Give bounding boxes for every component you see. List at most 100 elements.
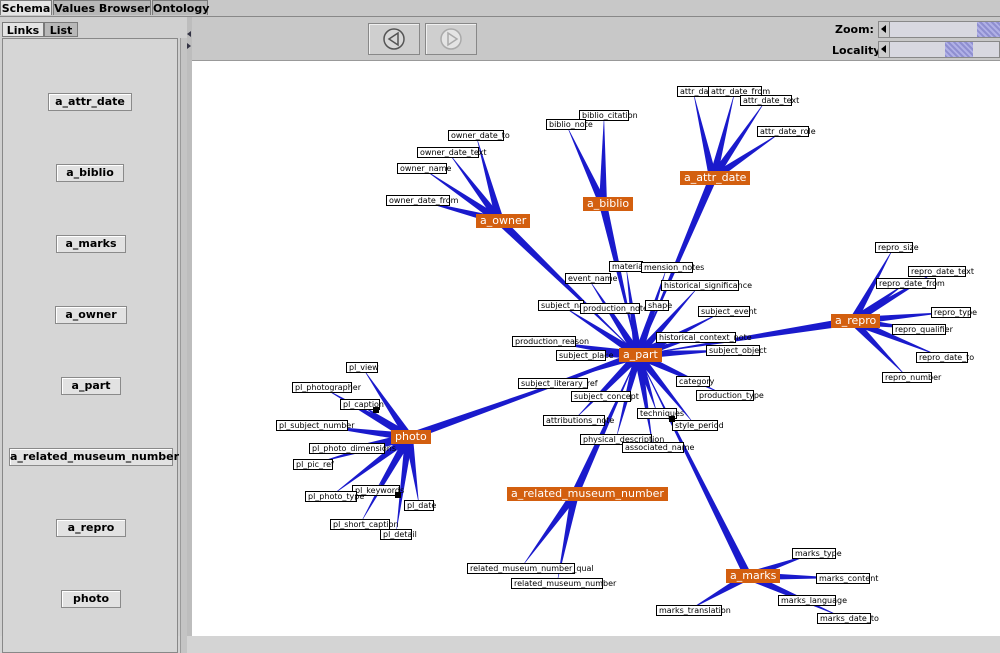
locality-slider[interactable] (878, 41, 1000, 58)
leaf-owner-date-to[interactable]: owner_date_to (448, 130, 510, 141)
leaf-attr-date-text[interactable]: attr_date_text (740, 95, 799, 106)
leaf-production-reason[interactable]: production_reason (512, 336, 589, 347)
leaf-attr-date-from[interactable]: attr_date_from (708, 86, 770, 97)
leaf-pl-caption[interactable]: pl_caption (340, 399, 384, 410)
leaf-subject-object[interactable]: subject_object (706, 345, 767, 356)
leaf-techniques[interactable]: techniques (637, 408, 684, 419)
leaf-pl-photo-dimensions[interactable]: pl_photo_dimensions (309, 443, 396, 454)
leaf-style-period[interactable]: style_period (672, 420, 724, 431)
link-a-attr-date[interactable]: a_attr_date (48, 93, 132, 111)
graph-edge (362, 367, 413, 440)
leaf-pl-date[interactable]: pl_date (404, 500, 436, 511)
leaf-attributions-note[interactable]: attributions_note (543, 415, 614, 426)
leaf-materials[interactable]: materials (609, 261, 650, 272)
leaf-event-name[interactable]: event_name (565, 273, 617, 284)
tab-values-browser[interactable]: Values Browser (53, 0, 151, 15)
leaf-physical-description[interactable]: physical_description (580, 434, 664, 445)
leaf-marks-date-to[interactable]: marks_date_to (817, 613, 879, 624)
leaf-pl-photo-type[interactable]: pl_photo_type (305, 491, 364, 502)
leaf-category[interactable]: category (676, 376, 714, 387)
leaf-owner-date-text[interactable]: owner_date_text (417, 147, 487, 158)
leaf-pl-photographer[interactable]: pl_photographer (292, 382, 361, 393)
leaf-marks-translation[interactable]: marks_translation (656, 605, 731, 616)
leaf-subject-concept[interactable]: subject_concept (571, 391, 639, 402)
node-handle[interactable] (669, 416, 675, 422)
leaf-repro-qualifier[interactable]: repro_qualifier (892, 324, 953, 335)
link-a-marks[interactable]: a_marks (56, 235, 126, 253)
leaf-production-note[interactable]: production_note (580, 303, 648, 314)
node-a-biblio[interactable]: a_biblio (583, 197, 634, 211)
leaf-pl-pic-ref[interactable]: pl_pic_ref (293, 459, 334, 470)
zoom-label: Zoom: (835, 23, 874, 36)
leaf-pl-detail[interactable]: pl_detail (380, 529, 417, 540)
leaf-related-museum-number[interactable]: related_museum_number (511, 578, 616, 589)
leaf-repro-size[interactable]: repro_size (875, 242, 919, 253)
graph-edge (850, 283, 906, 325)
leaf-biblio-citation[interactable]: biblio_citation (579, 110, 638, 121)
leaf-historical-context-note[interactable]: historical_context_note (656, 332, 752, 343)
node-a-part[interactable]: a_part (619, 348, 662, 362)
forward-arrow-icon (440, 28, 462, 50)
locality-label: Locality: (832, 44, 885, 57)
leaf-mension-notes[interactable]: mension_notes (641, 262, 704, 273)
leaf-subject-nam[interactable]: subject_nam (538, 300, 592, 311)
forward-button[interactable] (425, 23, 477, 55)
node-a-owner[interactable]: a_owner (476, 214, 531, 228)
leaf-repro-date-to[interactable]: repro_date_to (916, 352, 974, 363)
graph-edge (574, 354, 639, 495)
graph-edge (599, 203, 638, 355)
leaf-subject-place[interactable]: subject_place (556, 350, 614, 361)
graph-edge (476, 135, 504, 223)
link-photo[interactable]: photo (61, 590, 121, 608)
link-a-repro[interactable]: a_repro (56, 519, 126, 537)
subtab-links[interactable]: Links (2, 22, 44, 37)
leaf-subject-event[interactable]: subject_event (698, 306, 757, 317)
link-a-biblio[interactable]: a_biblio (56, 164, 124, 182)
leaf-attr-dat[interactable]: attr_dat (677, 86, 712, 97)
leaf-marks-type[interactable]: marks_type (792, 548, 842, 559)
leaf-marks-content[interactable]: marks_content (816, 573, 878, 584)
leaf-pl-short-caption[interactable]: pl_short_caption (330, 519, 399, 530)
node-a-related-museum-number[interactable]: a_related_museum_number (507, 487, 668, 501)
node-a-attr-date[interactable]: a_attr_date (680, 171, 751, 185)
leaf-production-type[interactable]: production_type (696, 390, 764, 401)
graph-edge (634, 354, 653, 447)
leaf-pl-keywords[interactable]: pl_keywords (352, 485, 404, 496)
leaf-owner-name[interactable]: owner_name (397, 163, 451, 174)
leaf-pl-subject-number[interactable]: pl_subject_number (276, 420, 355, 431)
leaf-associated-name[interactable]: associated_name (622, 442, 694, 453)
leaf-shape[interactable]: shape (645, 300, 672, 311)
leaf-subject-literary-ref[interactable]: subject_literary_ref (518, 378, 598, 389)
graph-edge (396, 436, 413, 534)
leaf-related-museum-number-qual[interactable]: related_museum_number_qual (467, 563, 594, 574)
tab-ontology[interactable]: Ontology (152, 0, 210, 15)
node-handle[interactable] (373, 407, 379, 413)
link-a-part[interactable]: a_part (61, 377, 121, 395)
node-a-marks[interactable]: a_marks (726, 569, 781, 583)
panel-splitter[interactable] (187, 17, 192, 636)
subtab-list[interactable]: List (44, 22, 78, 37)
leaf-repro-type[interactable]: repro_type (931, 307, 977, 318)
tab-schema[interactable]: Schema (0, 0, 52, 15)
node-handle[interactable] (395, 492, 401, 498)
leaf-owner-date-from[interactable]: owner_date_from (386, 195, 458, 206)
leaf-marks-language[interactable]: marks_language (778, 595, 847, 606)
leaf-pl-view[interactable]: pl_view (346, 362, 379, 373)
zoom-slider[interactable] (878, 21, 1000, 38)
graph-edge (634, 267, 667, 357)
left-scrollbar[interactable] (180, 38, 187, 653)
graph-edge (566, 124, 607, 206)
leaf-repro-date-text[interactable]: repro_date_text (908, 266, 974, 277)
leaf-biblio-note[interactable]: biblio_note (546, 119, 593, 130)
node-photo[interactable]: photo (391, 430, 431, 444)
link-a-related-museum-number[interactable]: a_related_museum_number (9, 448, 179, 466)
leaf-attr-date-role[interactable]: attr_date_role (757, 126, 816, 137)
node-a-repro[interactable]: a_repro (831, 314, 881, 328)
link-a-owner[interactable]: a_owner (55, 306, 127, 324)
leaf-historical-significance[interactable]: historical_significance (661, 280, 752, 291)
leaf-repro-date-from[interactable]: repro_date_from (876, 278, 945, 289)
graph-edge (637, 354, 749, 577)
back-button[interactable] (368, 23, 420, 55)
leaf-repro-number[interactable]: repro_number (882, 372, 941, 383)
